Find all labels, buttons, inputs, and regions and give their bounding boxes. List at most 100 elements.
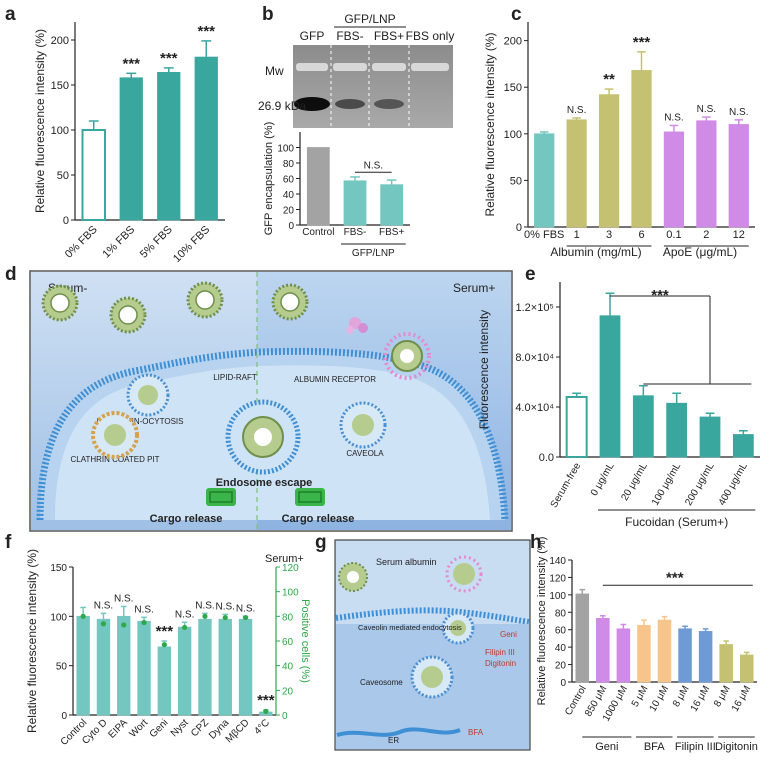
bar: [177, 626, 192, 716]
significance-label: N.S.: [697, 104, 716, 115]
y-tick-label: 20: [283, 206, 295, 217]
y-axis-label: Relative fluorescence intensity (%): [25, 549, 39, 733]
x-tick-label: 8 μM: [671, 684, 692, 709]
bar: [631, 70, 652, 228]
right-y-axis-label: Positive cells (%): [299, 599, 311, 683]
y-tick-label: 80: [283, 159, 295, 170]
right-y-tick-label: 40: [282, 662, 294, 673]
significance-label: ***: [666, 569, 684, 586]
significance-label: N.S.: [195, 600, 214, 611]
positive-cells-dot: [80, 613, 86, 619]
y-axis-label: Fluorescence intensity: [477, 310, 491, 429]
bar: [696, 120, 717, 228]
filipin-inhibitor-label: Filipin III: [485, 648, 515, 657]
positive-cells-dot: [202, 613, 208, 619]
caveolin-schematic: Serum albumin Caveolin mediated endocyto…: [334, 539, 531, 751]
y-tick-label: 100: [277, 144, 294, 155]
bar: [637, 624, 651, 683]
clathrin-label: CLATHRIN COATED PIT: [70, 455, 159, 464]
right-y-tick-label: 60: [282, 637, 294, 648]
x-tick-label: EIPA: [107, 717, 131, 741]
x-tick-label: 6: [638, 229, 644, 241]
caveolin-vesicle-icon: [441, 611, 475, 645]
bar: [96, 618, 111, 716]
gel-lane-label: GFP: [300, 29, 325, 43]
significance-label: ***: [160, 50, 178, 67]
nanoparticle-icon: [41, 284, 79, 322]
caveola-label: CAVEOLA: [346, 449, 384, 458]
y-tick-label: 50: [57, 170, 69, 182]
y-tick-label: 100: [504, 129, 522, 141]
er-label: ER: [388, 736, 399, 745]
significance-label: N.S.: [216, 601, 235, 612]
bar: [534, 133, 555, 228]
panel-letter-e: e: [525, 264, 536, 285]
bar: [119, 77, 143, 221]
group-label: Digitonin: [715, 741, 758, 753]
bar: [238, 618, 253, 716]
bar: [575, 593, 590, 683]
panel-letter-d: d: [5, 264, 17, 285]
y-tick-label: 100: [51, 125, 69, 137]
significance-label: N.S.: [664, 112, 683, 123]
x-tick-label: CPZ: [189, 717, 211, 739]
x-tick-label: 10 μM: [648, 684, 672, 714]
gel-lane-label: FBS only: [406, 29, 455, 43]
positive-cells-dot: [242, 614, 249, 621]
y-axis-label: Relative fluorescence intensity (%): [33, 29, 47, 213]
x-tick-label: 5 μM: [630, 684, 651, 709]
y-tick-label: 50: [56, 662, 68, 673]
bar: [198, 618, 212, 716]
x-tick-label: 1: [574, 229, 580, 241]
caveosome-label: Caveosome: [360, 678, 403, 687]
y-tick-label: 8.0×10⁴: [515, 352, 554, 364]
gel-well-gfp: [296, 63, 328, 71]
x-tick-label: 4°C: [252, 717, 272, 737]
positive-cells-dot: [141, 619, 147, 626]
positive-cells-dot: [121, 622, 127, 628]
y-axis-label: Relative fluorescence intensity (%): [536, 537, 548, 706]
gel-image: GFP/LNP GFP FBS- FBS+ FBS only Mw 26.9 k…: [258, 12, 454, 128]
bar: [728, 124, 749, 228]
right-y-tick-label: 20: [282, 686, 294, 697]
bar: [598, 94, 620, 228]
x-tick-label: Nyst: [169, 717, 191, 739]
panel-letter-c: c: [511, 4, 522, 25]
x-tick-label: 5% FBS: [138, 224, 175, 261]
bfa-inhibitor-label: BFA: [468, 728, 484, 737]
x-tick-label: 12: [733, 229, 745, 241]
significance-label: N.S.: [729, 107, 748, 118]
gel-lane-label: FBS+: [374, 29, 404, 43]
serum-plus-label: Serum+: [265, 553, 304, 565]
albumin-receptor-label: ALBUMIN RECEPTOR: [294, 375, 376, 384]
y-tick-label: 100: [549, 591, 566, 602]
bar: [137, 620, 151, 716]
y-tick-label: 4.0×10⁴: [515, 402, 554, 414]
endosome-escape-text: Endosome escape: [216, 477, 313, 489]
protein-cargo-icon: [206, 488, 236, 506]
bar: [599, 315, 621, 458]
positive-cells-dot: [222, 614, 228, 621]
panel-letter-a: a: [5, 4, 16, 25]
gel-header-label: GFP/LNP: [344, 12, 395, 26]
right-y-tick-label: 80: [282, 612, 294, 623]
bar: [719, 644, 733, 683]
y-axis-label: GFP encapsulation (%): [263, 122, 275, 236]
albumin-group-label: Albumin (mg/mL): [550, 245, 641, 259]
x-tick-label: MβCD: [224, 717, 252, 745]
x-tick-label: 100 μg/mL: [650, 461, 683, 508]
panel-letter-f: f: [5, 532, 12, 553]
x-tick-label: 3: [606, 229, 612, 241]
gel-lane-label: FBS-: [336, 29, 363, 43]
y-tick-label: 50: [510, 175, 522, 187]
significance-label: **: [603, 71, 615, 88]
panel-letter-b: b: [262, 4, 274, 25]
macropinocytosis-label: MACROPIN-OCYTOSIS: [97, 417, 184, 426]
bar: [739, 654, 754, 683]
significance-label: ***: [122, 55, 140, 72]
endocytosis-schematic: Serum- Serum+ LIPID-RAFT ALB: [29, 270, 513, 532]
gel-mw-label: Mw: [265, 64, 284, 78]
